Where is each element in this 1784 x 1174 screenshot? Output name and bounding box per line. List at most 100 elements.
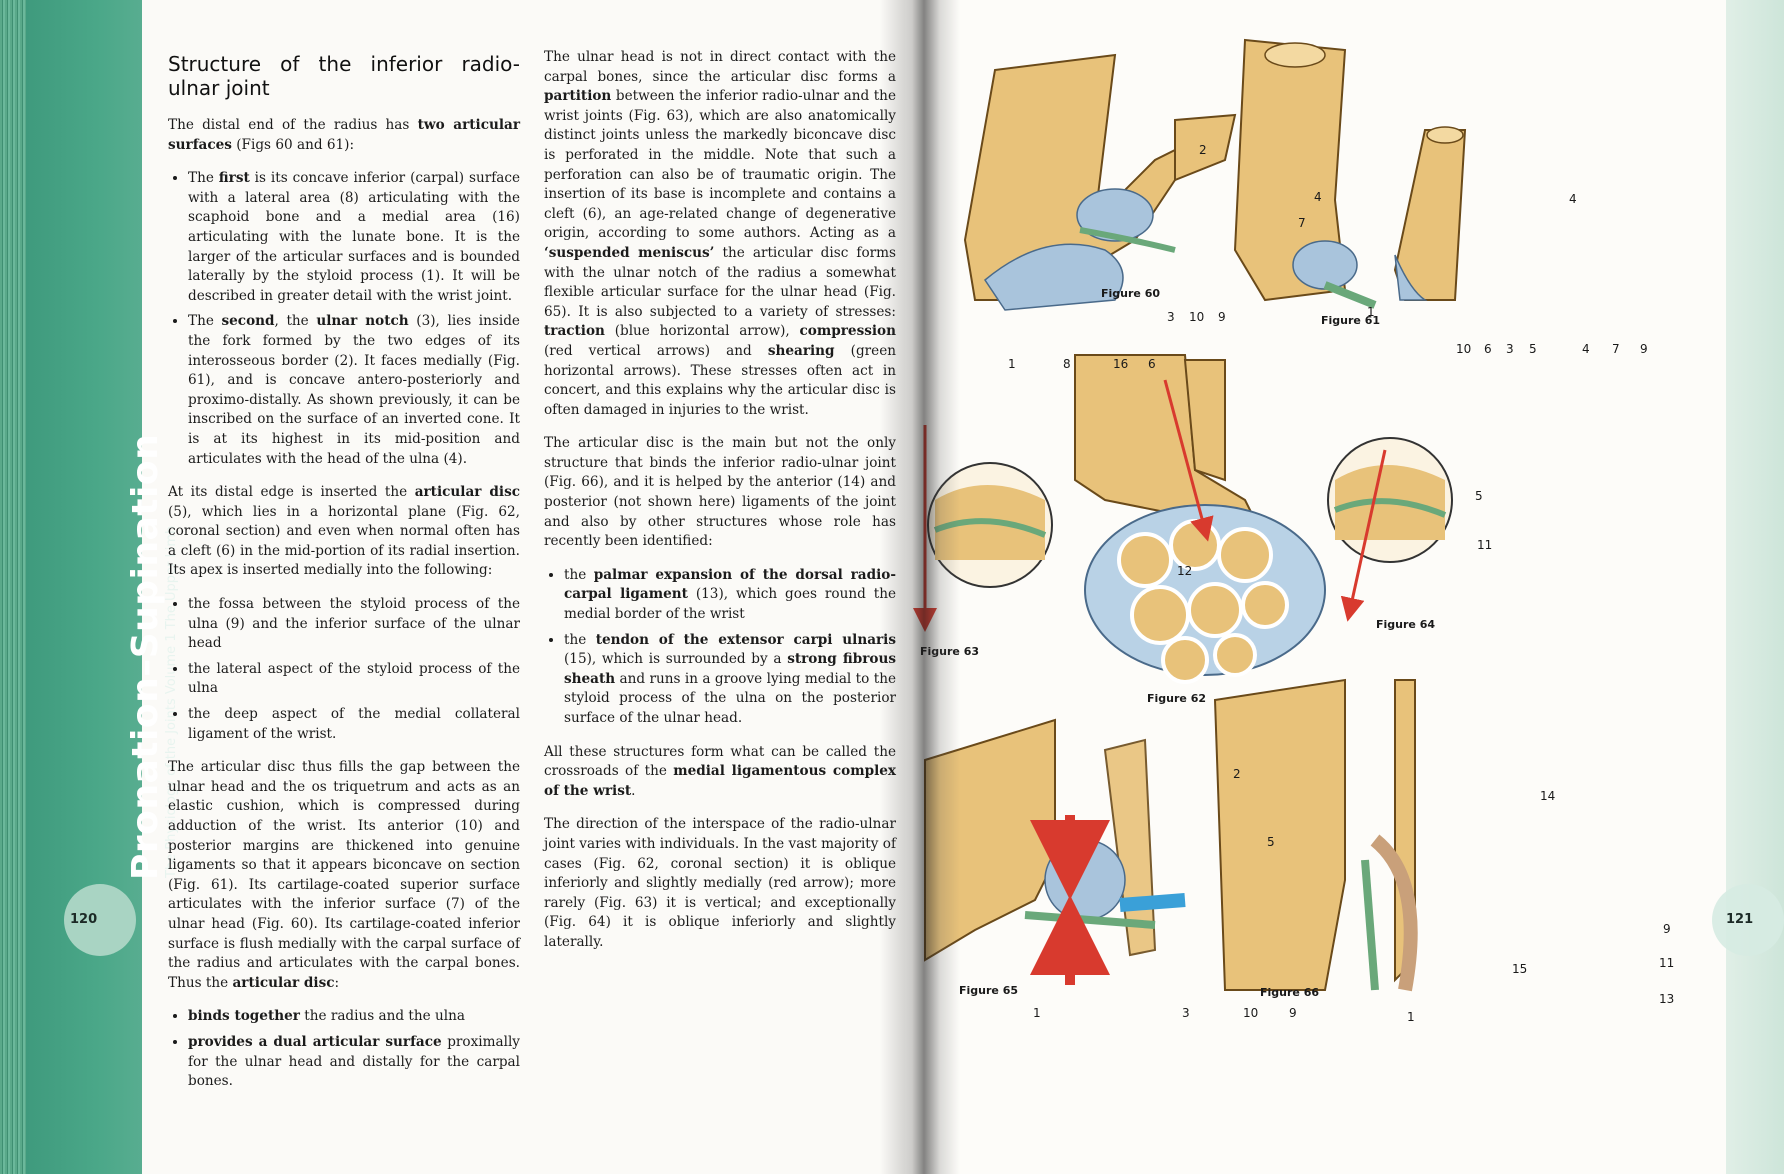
bullet-list: the fossa between the styloid process of… (168, 595, 520, 744)
callout-number: 2 (1199, 143, 1207, 157)
page-number-left: 120 (70, 912, 98, 927)
bold-text: articular disc (414, 484, 520, 501)
callout-number: 11 (1477, 538, 1493, 552)
right-page: Figure 60 Figure 61 Figure 62 Figure 63 … (905, 0, 1784, 1174)
text: . (631, 782, 636, 799)
bold-text: traction (544, 323, 605, 340)
bold-text: ulnar notch (316, 313, 409, 330)
callout-number: 3 (1506, 342, 1514, 356)
paragraph: The articular disc thus fills the gap be… (168, 758, 520, 993)
list-item: the tendon of the extensor carpi ulnaris… (564, 631, 896, 729)
figure-label: Figure 64 (1376, 618, 1436, 631)
list-item: the deep aspect of the medial collateral… (188, 705, 520, 744)
callout-number: 4 (1582, 342, 1590, 356)
figure-label: Figure 62 (1147, 692, 1207, 705)
left-page: Pronation–Supination The Physiology of t… (0, 0, 905, 1174)
paragraph: The ulnar head is not in direct contact … (544, 48, 896, 420)
chapter-title-main: Pronation–Supination (125, 433, 166, 880)
text: The (188, 170, 219, 187)
list-item: the lateral aspect of the styloid proces… (188, 660, 520, 699)
callout-number: 9 (1663, 922, 1671, 936)
callout-number: 6 (1484, 342, 1492, 356)
figure-61-drawing (1233, 38, 1467, 309)
figure-label: Figure 61 (1321, 314, 1381, 327)
page-number-circle (64, 884, 136, 956)
text: All these structures form what can be ca… (544, 743, 896, 780)
anatomy-illustrations (913, 38, 1467, 992)
text: proximally for the ulnar head and distal… (188, 1033, 520, 1090)
callout-number: 1 (1407, 1010, 1415, 1024)
callout-number: 1 (1033, 1006, 1041, 1020)
bold-text: compression (799, 323, 896, 340)
figure-label: Figure 66 (1260, 986, 1320, 999)
callout-number: 2 (1233, 767, 1241, 781)
callout-number: 10 (1243, 1006, 1259, 1020)
bold-text: shearing (767, 342, 835, 359)
callout-number: 1 (1008, 357, 1016, 371)
text-column-2: The ulnar head is not in direct contact … (544, 48, 896, 967)
text: The (188, 313, 222, 330)
callout-number: 8 (1063, 357, 1071, 371)
figure-65-drawing (924, 718, 1186, 985)
callout-number: 1 (1367, 305, 1375, 319)
figure-64-drawing (1327, 437, 1453, 622)
figure-60-drawing (963, 53, 1237, 311)
figure-label: Figure 65 (959, 984, 1019, 997)
text: The distal end of the radius has (168, 117, 418, 133)
text: (15), which is surrounded by a (564, 651, 788, 668)
figure-label: Figure 60 (1101, 287, 1161, 300)
bold-text: binds together (188, 1008, 300, 1025)
bold-text: ‘suspended meniscus’ (544, 244, 715, 261)
chapter-band (26, 0, 142, 1174)
paragraph: At its distal edge is inserted the artic… (168, 483, 520, 581)
paragraph: The articular disc is the main but not t… (544, 435, 896, 550)
callout-number: 9 (1289, 1006, 1297, 1020)
callout-number: 14 (1540, 789, 1556, 803)
figure-62-drawing (1074, 354, 1326, 684)
text: the radius and the ulna (299, 1008, 465, 1025)
text: the (564, 566, 594, 583)
text: , the (274, 313, 317, 330)
text: (Figs 60 and 61): (231, 136, 355, 153)
bold-text: partition (544, 88, 612, 105)
bullet-list: the palmar expansion of the dorsal radio… (544, 566, 896, 729)
callout-number: 7 (1612, 342, 1620, 356)
figure-label: Figure 63 (920, 645, 980, 658)
right-chapter-band (1726, 0, 1784, 1174)
text: is its concave inferior (carpal) surface… (188, 170, 520, 304)
bold-text: second (221, 313, 275, 330)
callout-number: 9 (1640, 342, 1648, 356)
section-heading: Structure of the inferior radio-ulnar jo… (168, 52, 520, 100)
text: and runs in a groove lying medial to the… (564, 670, 896, 726)
text: (blue horizontal arrow), (604, 323, 800, 340)
page-edge-stack (0, 0, 26, 1174)
bold-text: articular disc (232, 974, 335, 991)
callout-number: 9 (1218, 310, 1226, 324)
text: : (334, 974, 340, 991)
callout-number: 3 (1167, 310, 1175, 324)
callout-number: 4 (1569, 192, 1577, 206)
page-number-circle-right (1712, 884, 1784, 956)
callout-number: 6 (1148, 357, 1156, 371)
callout-number: 11 (1659, 956, 1675, 970)
list-item: the palmar expansion of the dorsal radio… (564, 566, 896, 625)
bold-text: medial ligamentous complex of the wrist (544, 763, 897, 799)
figure-63-drawing (913, 425, 1053, 632)
bold-text: strong fibrous sheath (564, 651, 896, 687)
paragraph: The distal end of the radius has two art… (168, 116, 520, 155)
callout-number: 13 (1659, 992, 1675, 1006)
figure-66-drawing (1213, 678, 1418, 992)
text: (13), which goes round the medial border… (564, 586, 896, 623)
text: The articular disc thus fills the gap be… (168, 759, 520, 991)
list-item: The first is its concave inferior (carpa… (188, 169, 520, 306)
callout-number: 3 (1182, 1006, 1190, 1020)
callout-number: 5 (1475, 489, 1483, 503)
text: (5), which lies in a horizontal plane (F… (168, 503, 520, 579)
paragraph: All these structures form what can be ca… (544, 743, 896, 802)
text: At its distal edge is inserted the (168, 484, 415, 501)
list-item: The second, the ulnar notch (3), lies in… (188, 312, 520, 469)
text: between the inferior radio-ulnar and the… (544, 88, 896, 242)
callout-number: 15 (1512, 962, 1528, 976)
callout-number: 10 (1189, 310, 1205, 324)
callout-number: 16 (1113, 357, 1129, 371)
